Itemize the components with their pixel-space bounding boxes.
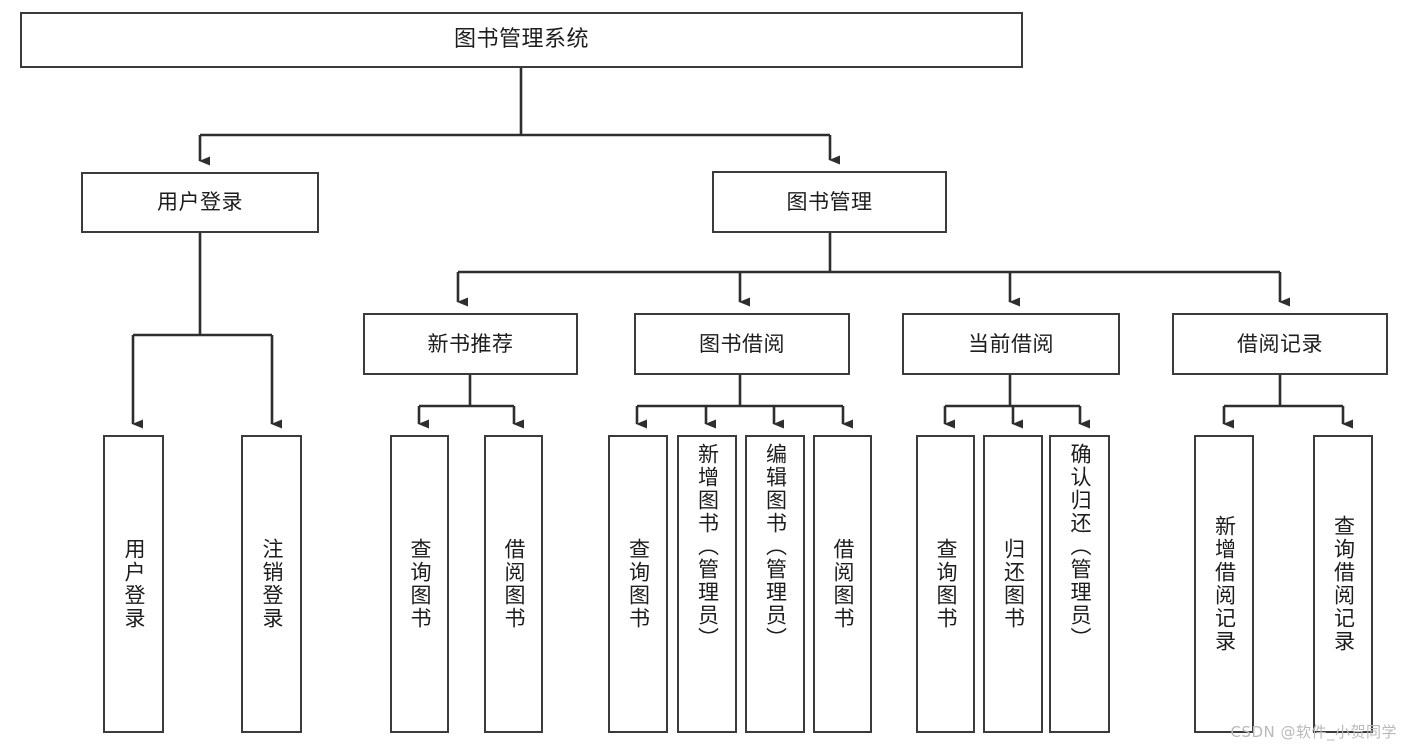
node-leaf-add-book[interactable]: 新增图书（管理员） (677, 435, 737, 733)
node-leaf-borrow-book-1-label: 借阅图书 (502, 538, 526, 630)
node-current-borrow[interactable]: 当前借阅 (902, 313, 1120, 375)
node-leaf-query-borrow-record[interactable]: 查询借阅记录 (1313, 435, 1373, 733)
node-leaf-return-book-label: 归还图书 (1001, 538, 1026, 630)
csdn-watermark: CSDN @软件_小贺同学 (1230, 723, 1397, 741)
node-user-login[interactable]: 用户登录 (81, 172, 319, 233)
node-leaf-query-borrow-record-label: 查询借阅记录 (1331, 515, 1356, 653)
node-book-manage[interactable]: 图书管理 (712, 171, 947, 233)
node-leaf-return-book[interactable]: 归还图书 (983, 435, 1043, 733)
node-new-book-recommend-label: 新书推荐 (427, 331, 514, 356)
node-book-borrow[interactable]: 图书借阅 (634, 313, 850, 375)
node-user-login-label: 用户登录 (157, 190, 243, 215)
node-leaf-query-book-2[interactable]: 查询图书 (608, 435, 668, 733)
node-leaf-query-book-2-label: 查询图书 (626, 538, 651, 630)
node-root-system-label: 图书管理系统 (453, 27, 589, 53)
node-borrow-record-label: 借阅记录 (1237, 331, 1323, 356)
node-leaf-add-borrow-record[interactable]: 新增借阅记录 (1194, 435, 1254, 733)
node-leaf-add-book-label: 新增图书（管理员） (695, 443, 720, 650)
node-leaf-query-book-1-label: 查询图书 (408, 538, 432, 630)
node-book-manage-label: 图书管理 (786, 189, 873, 214)
node-leaf-confirm-return[interactable]: 确认归还（管理员） (1049, 435, 1110, 733)
node-new-book-recommend[interactable]: 新书推荐 (363, 313, 578, 375)
node-leaf-user-login[interactable]: 用户登录 (103, 435, 164, 733)
node-root-system[interactable]: 图书管理系统 (20, 12, 1023, 68)
node-leaf-query-book-1[interactable]: 查询图书 (390, 435, 449, 733)
node-leaf-query-book-3-label: 查询图书 (934, 538, 958, 630)
node-leaf-borrow-book-1[interactable]: 借阅图书 (484, 435, 543, 733)
node-borrow-record[interactable]: 借阅记录 (1172, 313, 1388, 375)
node-leaf-confirm-return-label: 确认归还（管理员） (1068, 443, 1092, 650)
node-leaf-borrow-book-2-label: 借阅图书 (831, 538, 855, 630)
node-leaf-logout[interactable]: 注销登录 (241, 435, 302, 733)
node-leaf-add-borrow-record-label: 新增借阅记录 (1212, 515, 1237, 653)
node-leaf-edit-book-label: 编辑图书（管理员） (763, 443, 788, 650)
node-leaf-user-login-label: 用户登录 (122, 538, 146, 630)
node-leaf-borrow-book-2[interactable]: 借阅图书 (813, 435, 872, 733)
node-leaf-query-book-3[interactable]: 查询图书 (916, 435, 975, 733)
node-leaf-logout-label: 注销登录 (260, 538, 284, 630)
node-book-borrow-label: 图书借阅 (699, 331, 785, 356)
node-current-borrow-label: 当前借阅 (968, 331, 1054, 356)
node-leaf-edit-book[interactable]: 编辑图书（管理员） (745, 435, 805, 733)
